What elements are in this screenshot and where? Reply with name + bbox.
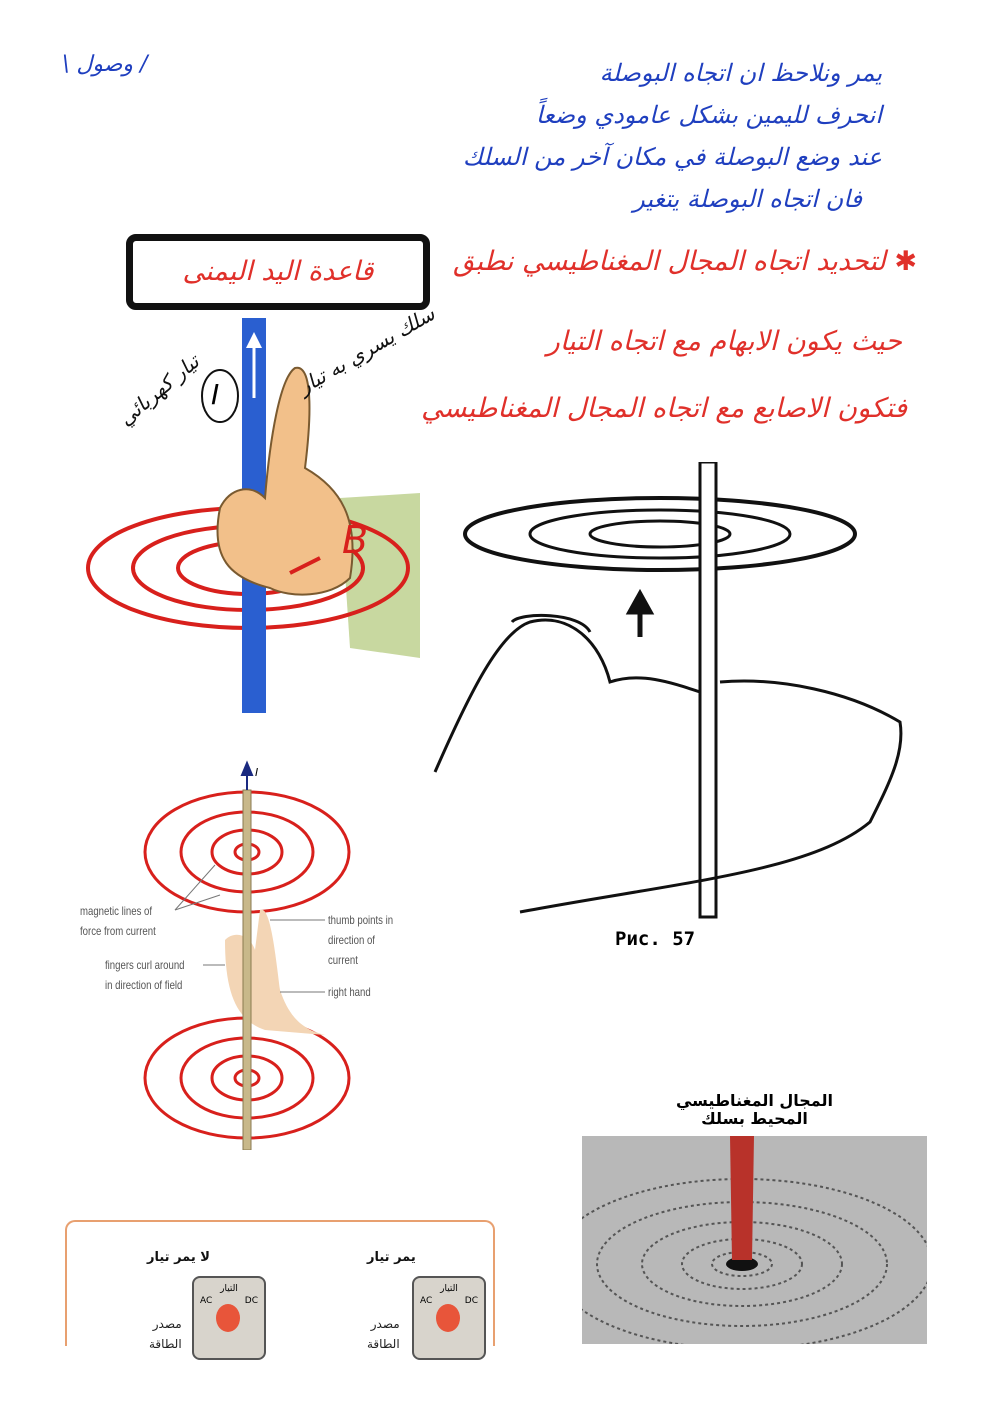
- hand-drawing: [433, 460, 903, 919]
- label-line: thumb points in: [328, 913, 394, 927]
- note-line: يمر ونلاحظ ان اتجاه البوصلة: [599, 59, 882, 87]
- power-supply-right: التيار AC DC: [412, 1276, 486, 1360]
- fingers-label: fingers curl around in direction of field: [105, 955, 185, 995]
- rule-name: قاعدة اليد اليمنى: [182, 256, 374, 287]
- power-button[interactable]: [436, 1304, 460, 1332]
- note-line: عند وضع البوصلة في مكان آخر من السلك: [462, 143, 882, 171]
- current-label: I: [255, 766, 259, 779]
- iron-filings-figure: المجال المغناطيسي المحيط بسلك: [582, 1092, 927, 1344]
- label-line: fingers curl around: [105, 958, 185, 972]
- power-supply-left: التيار AC DC: [192, 1276, 266, 1360]
- rule-line-2: حيث يكون الابهام مع اتجاه التيار: [546, 326, 902, 357]
- current-symbol: I: [211, 378, 220, 411]
- figure-caption: Рис. 57: [615, 928, 696, 950]
- label-line: force from current: [80, 924, 156, 938]
- title-line: المجال المغناطيسي: [675, 1091, 834, 1110]
- device-title: التيار: [440, 1284, 458, 1294]
- iron-filings-photo: [582, 1136, 927, 1344]
- note-line: انحرف لليمين بشكل عامودي وضعاً: [535, 101, 882, 129]
- source-label-left: مصدر الطاقة: [149, 1314, 182, 1354]
- source-label-right: مصدر الطاقة: [367, 1314, 400, 1354]
- rule-intro: ✱ لتحديد اتجاه المجال المغناطيسي نطبق: [453, 246, 917, 277]
- magnetic-lines-label: magnetic lines of force from current: [80, 901, 156, 941]
- title-line: المحيط بسلك: [701, 1109, 808, 1128]
- label-line: magnetic lines of: [80, 904, 153, 918]
- label-line: مصدر: [370, 1317, 400, 1331]
- handwritten-notes: يمر ونلاحظ ان اتجاه البوصلة انحرف لليمين…: [463, 52, 882, 220]
- label-line: direction of current: [328, 933, 375, 967]
- labelled-right-hand-diagram: I magnetic lines of force from current fi…: [75, 760, 425, 1151]
- label-line: الطاقة: [149, 1337, 182, 1351]
- thumb-label: thumb points in direction of current: [328, 910, 406, 970]
- dc-label: DC: [464, 1296, 478, 1306]
- label-line: الطاقة: [367, 1337, 400, 1351]
- hand-wire-drawing: Рис. 57: [430, 460, 910, 962]
- device-title: التيار: [220, 1284, 238, 1294]
- field-lines-diagram: [143, 760, 351, 1151]
- ac-label: AC: [200, 1296, 213, 1306]
- rule-intro-text: لتحديد اتجاه المجال المغناطيسي نطبق: [453, 246, 886, 277]
- dc-label: DC: [244, 1296, 258, 1306]
- figure-title: المجال المغناطيسي المحيط بسلك: [582, 1092, 927, 1128]
- rule-line-3: فتكون الاصابع مع اتجاه المجال المغناطيسي: [421, 393, 907, 424]
- no-current-title: لا يمر تيار: [147, 1250, 210, 1265]
- ac-label: AC: [420, 1296, 433, 1306]
- label-line: in direction of field: [105, 978, 183, 992]
- label-line: مصدر: [152, 1317, 182, 1331]
- right-hand-rule-figure: I B سلك يسري به تيار تيار كهربائي: [80, 301, 439, 718]
- field-symbol: B: [342, 518, 369, 562]
- page-marker: / وصول \: [62, 52, 148, 77]
- right-hand-illustration: [86, 318, 420, 713]
- rule-box: قاعدة اليد اليمنى: [126, 234, 430, 310]
- current-title: يمر تيار: [367, 1250, 416, 1265]
- right-hand-label: right hand: [328, 985, 371, 999]
- power-button[interactable]: [216, 1304, 240, 1332]
- note-line: فان اتجاه البوصلة يتغير: [633, 185, 862, 213]
- star-icon: ✱: [894, 246, 917, 277]
- circuit-panel: لا يمر تيار يمر تيار مصدر الطاقة التيار A…: [65, 1220, 495, 1360]
